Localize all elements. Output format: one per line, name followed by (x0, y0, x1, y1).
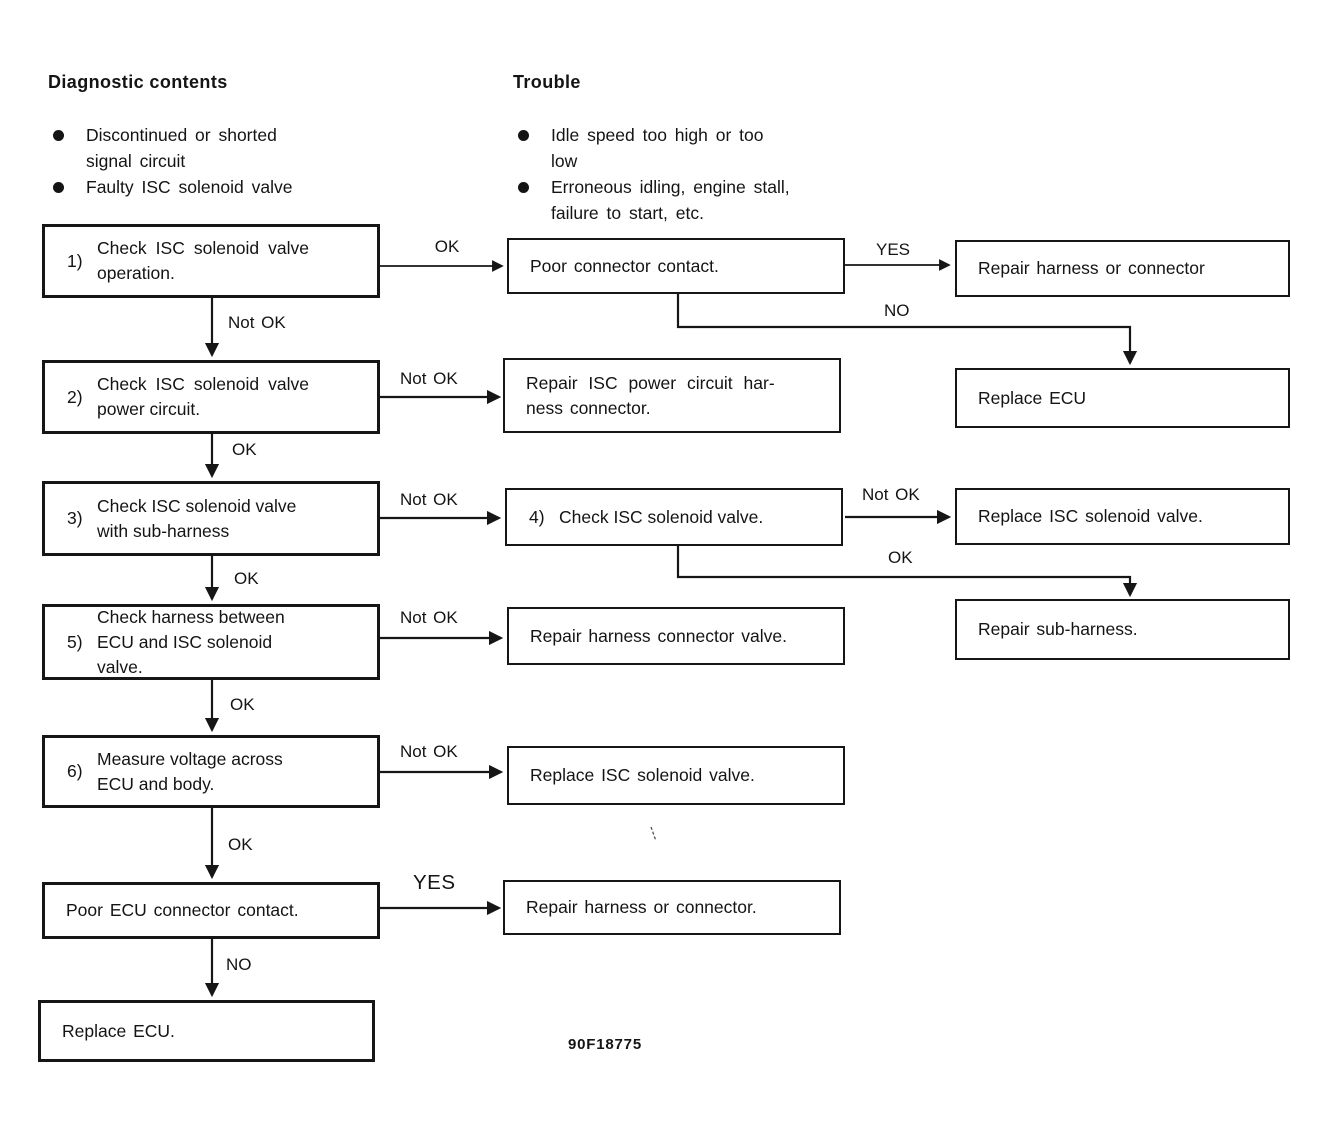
node-step5-text: Check harness between ECU and ISC soleno… (97, 606, 285, 677)
node-step1: 1) Check ISC solenoid valve operation. (42, 224, 380, 298)
node-step3: 3) Check ISC solenoid valve with sub-har… (42, 481, 380, 556)
edge-label-no-row7: NO (226, 955, 252, 974)
edge-label-notok-step3: Not OK (400, 490, 458, 509)
edge-label-notok-step4: Not OK (862, 485, 920, 504)
edge-label-ok-row1: OK (434, 237, 460, 256)
node-repair-harness-connector-valve-text: Repair harness connector valve. (530, 625, 787, 646)
node-poor-ecu-connector: Poor ECU connector contact. (42, 882, 380, 939)
node-step6-number: 6) (67, 761, 83, 781)
node-step4: 4) Check ISC solenoid valve. (505, 488, 843, 546)
node-repair-harness-connector-valve: Repair harness connector valve. (507, 607, 845, 665)
node-repair-harness-or-connector-right: Repair harness or connector (955, 240, 1290, 297)
edge-label-no-row1: NO (884, 301, 910, 320)
list-item: Discontinued or shorted signal circuit (53, 122, 333, 174)
node-repair-sub-harness-text: Repair sub-harness. (978, 619, 1138, 639)
edge-label-notok-step6: Not OK (400, 742, 458, 761)
bullet-icon (518, 182, 529, 193)
node-replace-ecu-right-text: Replace ECU (978, 387, 1087, 408)
figure-code: 90F18775 (568, 1036, 642, 1053)
node-step3-text: Check ISC solenoid valve with sub-harnes… (97, 495, 297, 541)
list-item: Erroneous idling, engine stall, failure … (518, 174, 818, 226)
list-item: Faulty ISC solenoid valve (53, 174, 333, 200)
node-repair-isc-power-line1: Repair ISC power circuit har- (526, 372, 775, 393)
diagnostic-bullet-list: Discontinued or shorted signal circuit F… (53, 122, 333, 200)
diagnostic-contents-heading: Diagnostic contents (48, 72, 228, 92)
node-step4-number: 4) (529, 506, 545, 527)
trouble-bullet-list: Idle speed too high or too low Erroneous… (518, 122, 818, 226)
node-replace-isc-mid-text: Replace ISC solenoid valve. (530, 765, 755, 785)
list-item: Idle speed too high or too low (518, 122, 818, 174)
node-step5: 5) Check harness between ECU and ISC sol… (42, 604, 380, 680)
bullet-text: Erroneous idling, engine stall, failure … (551, 177, 790, 223)
node-step2: 2) Check ISC solenoid valve power circui… (42, 360, 380, 434)
node-replace-ecu-right: Replace ECU (955, 368, 1290, 428)
trouble-heading: Trouble (513, 72, 581, 92)
node-step5-number: 5) (67, 631, 83, 652)
bullet-icon (53, 130, 64, 141)
node-repair-sub-harness: Repair sub-harness. (955, 599, 1290, 660)
bullet-text: Idle speed too high or too low (551, 125, 764, 171)
node-repair-isc-power-text: Repair ISC power circuit har- ness conne… (526, 371, 775, 421)
node-poor-connector-contact: Poor connector contact. (507, 238, 845, 294)
bullet-icon (518, 130, 529, 141)
edge-label-ok-step2: OK (232, 440, 257, 459)
node-step3-number: 3) (67, 508, 83, 528)
edge-label-notok-step2: Not OK (400, 369, 458, 388)
node-repair-isc-power: Repair ISC power circuit har- ness conne… (503, 358, 841, 433)
node-poor-connector-contact-text: Poor connector contact. (530, 255, 719, 276)
node-step6: 6) Measure voltage across ECU and body. (42, 735, 380, 808)
edge-label-ok-step5: OK (230, 695, 255, 714)
edge-label-notok-step5: Not OK (400, 608, 458, 627)
edge-label-yes-row1: YES (876, 240, 911, 259)
edge-label-notok-step1: Not OK (228, 313, 286, 332)
bullet-icon (53, 182, 64, 193)
bullet-text: Faulty ISC solenoid valve (86, 177, 293, 197)
node-replace-isc-right: Replace ISC solenoid valve. (955, 488, 1290, 545)
node-step4-text: Check ISC solenoid valve. (559, 506, 764, 527)
bullet-text: Discontinued or shorted signal circuit (86, 125, 277, 171)
edge-label-ok-step6: OK (228, 835, 253, 854)
node-step2-number: 2) (67, 386, 83, 407)
node-repair-harness-or-connector-mid-text: Repair harness or connector. (526, 897, 757, 917)
node-replace-isc-mid: Replace ISC solenoid valve. (507, 746, 845, 805)
node-repair-isc-power-line2: ness connector. (526, 397, 651, 418)
node-step2-text: Check ISC solenoid valve power circuit. (97, 374, 309, 419)
edge-label-ok-step3: OK (234, 569, 259, 588)
node-replace-ecu-bottom: Replace ECU. (38, 1000, 375, 1062)
node-step6-text: Measure voltage across ECU and body. (97, 748, 283, 794)
node-step1-number: 1) (67, 250, 83, 271)
node-replace-ecu-bottom-text: Replace ECU. (62, 1020, 175, 1041)
node-repair-harness-or-connector-right-text: Repair harness or connector (978, 258, 1205, 278)
node-poor-ecu-connector-text: Poor ECU connector contact. (66, 900, 299, 920)
node-replace-isc-right-text: Replace ISC solenoid valve. (978, 506, 1203, 526)
edge-label-yes-row7: YES (413, 871, 456, 894)
node-repair-harness-or-connector-mid: Repair harness or connector. (503, 880, 841, 935)
edge-label-ok-step4: OK (888, 548, 913, 567)
node-step1-text: Check ISC solenoid valve operation. (97, 238, 309, 283)
